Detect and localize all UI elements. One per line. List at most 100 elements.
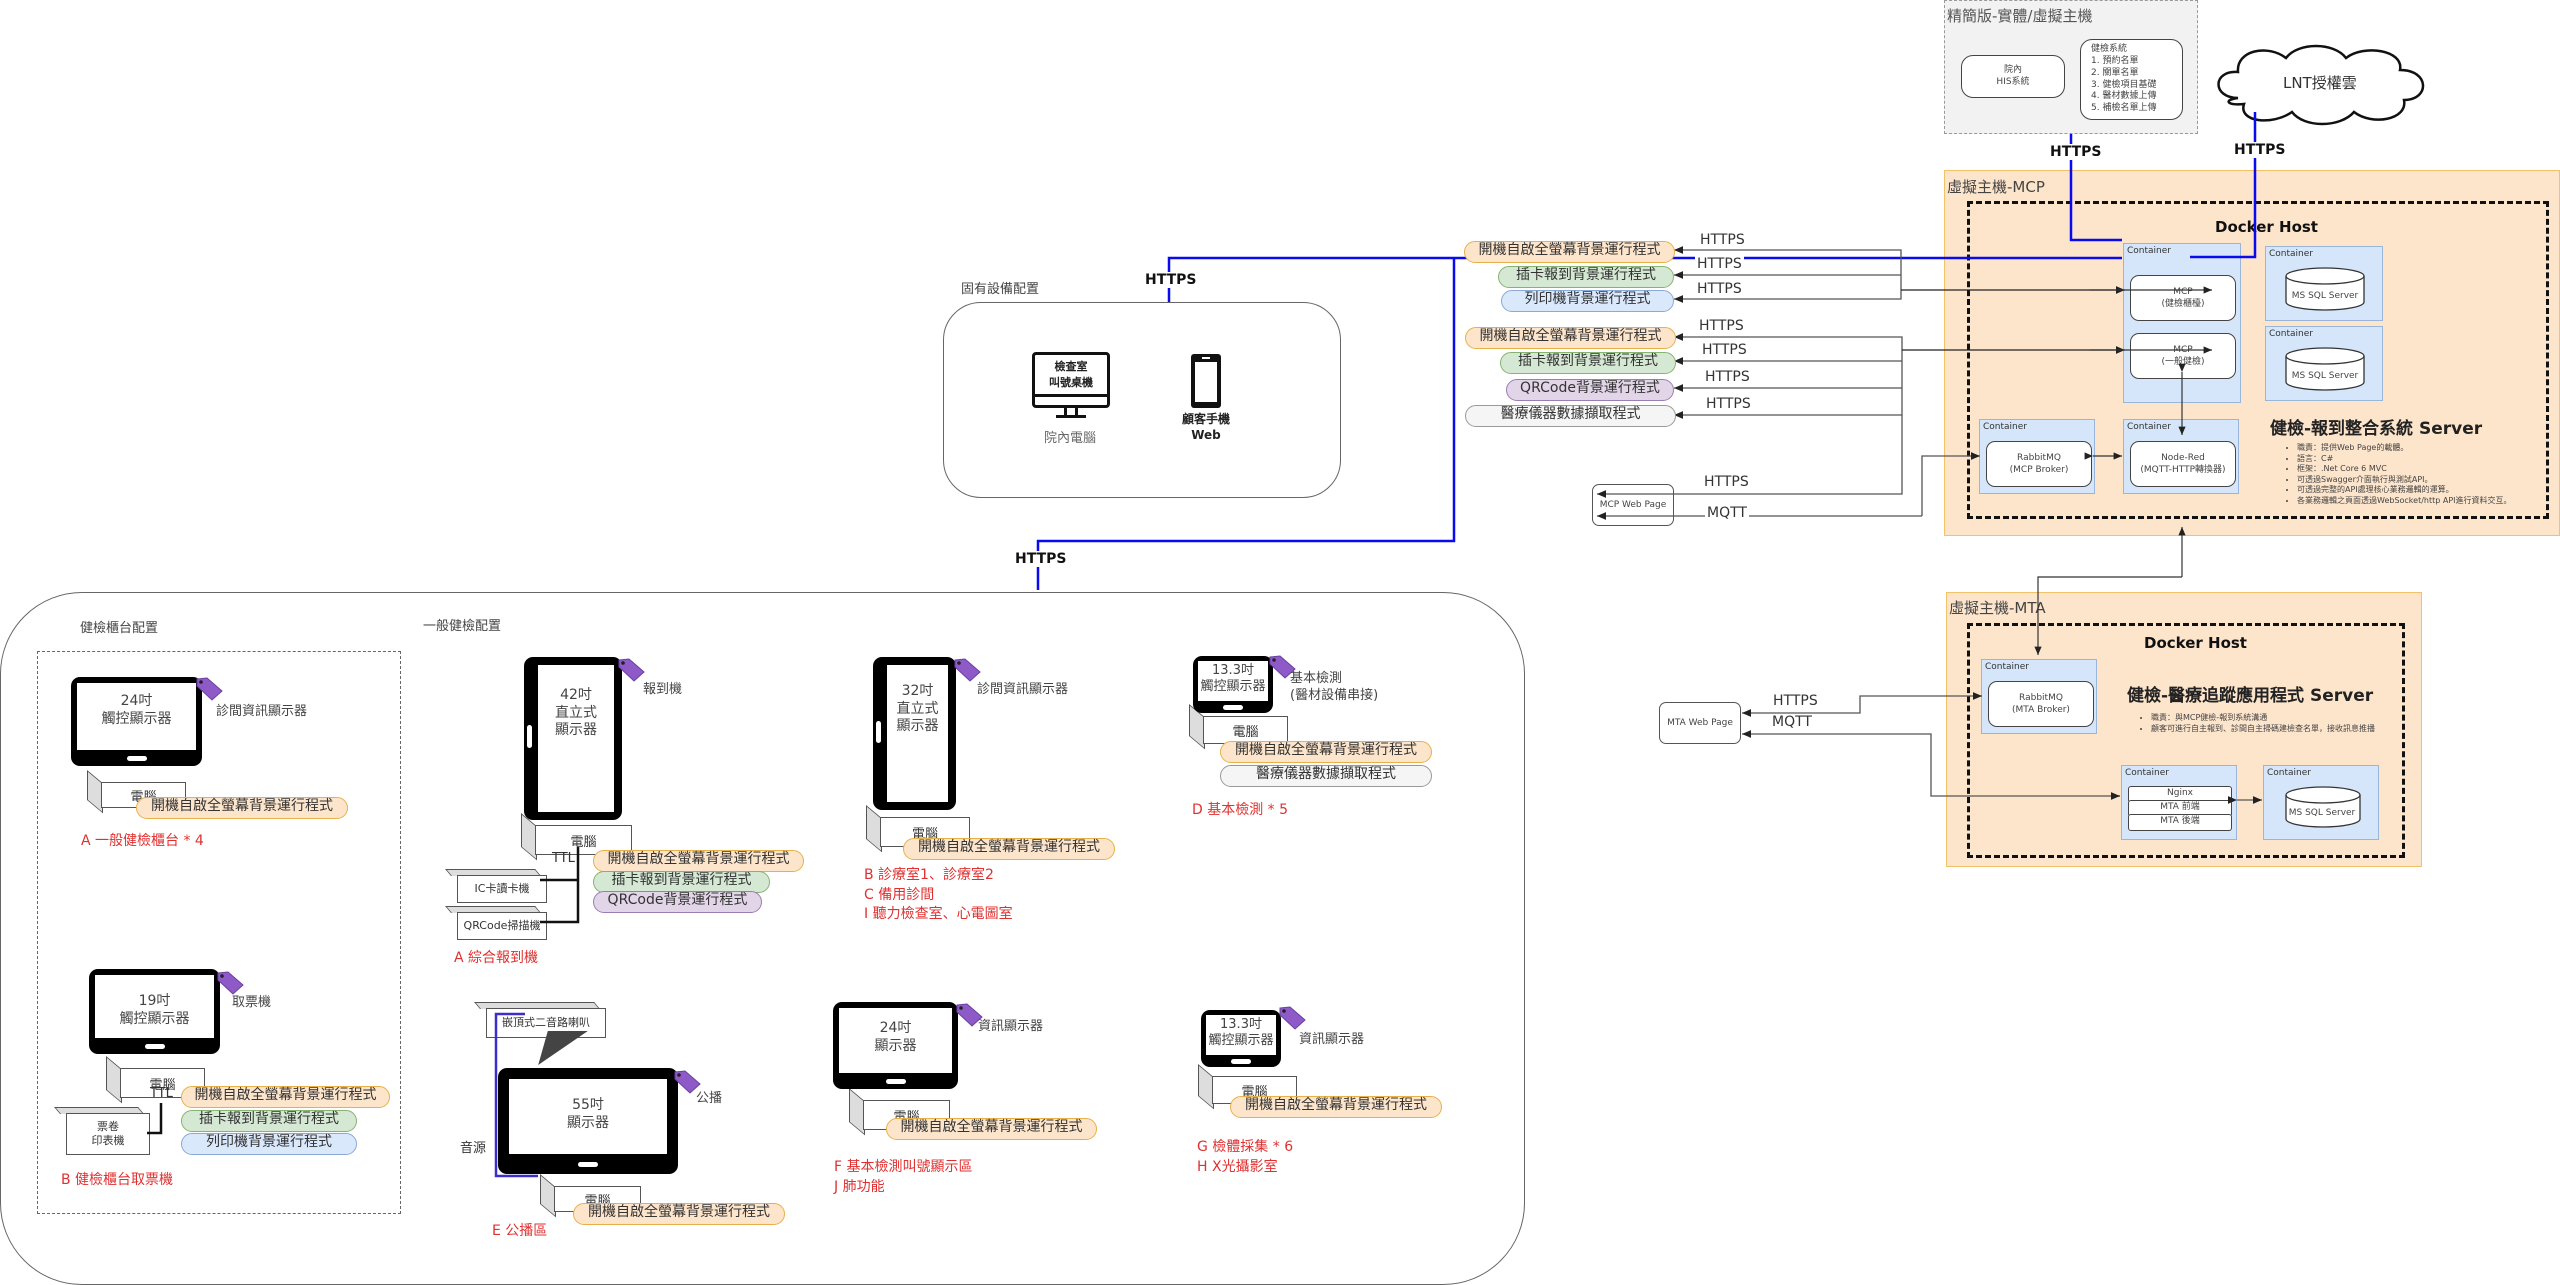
monitor-screen: 19吋觸控顯示器 — [95, 975, 214, 1038]
monitor-screen: 24吋觸控顯示器 — [77, 683, 196, 750]
monitor-screen: 32吋直立式顯示器 — [887, 665, 948, 802]
https-label-g1-2: HTTPS — [1695, 256, 1744, 272]
program-pill-g1-printer: 列印機背景運行程式 — [1501, 290, 1674, 312]
mta-web-page[interactable]: MTA Web Page — [1659, 702, 1741, 744]
container-label: Container — [2267, 768, 2311, 778]
mta-vm: 虛擬主機-MTA Docker Host Container RabbitMQ(… — [1946, 592, 2422, 867]
mta-server-bullets: 職責：與MCP健檢-報到系統溝通顧客可進行自主報到、診間自主掃碼建檢查名單，接收… — [2139, 713, 2375, 734]
monitor-screen: 24吋顯示器 — [839, 1008, 952, 1073]
counter-area — [37, 651, 401, 1214]
monitor-button — [126, 756, 147, 761]
mcp-rabbitmq-container: Container RabbitMQ(MCP Broker) — [1979, 419, 2095, 494]
health-system-line: 3. 健檢項目基礎 — [2091, 79, 2157, 90]
bullet-item: 職責：與MCP健檢-報到系統溝通 — [2151, 713, 2375, 724]
text-line: (醫材設備串接) — [1290, 687, 1379, 703]
mcp-general-service: MCP(一般健檢) — [2130, 333, 2236, 379]
screen-text: 直立式 — [896, 700, 939, 717]
tag-label: 診間資訊顯示器 — [216, 704, 308, 719]
counter-area-title: 健檢櫃台配置 — [80, 621, 159, 636]
screen-text: 13.3吋 — [1212, 663, 1254, 678]
mta-docker-title: Docker Host — [2144, 634, 2247, 652]
peripheral-device: IC卡讀卡機 — [445, 869, 547, 903]
desktop-label: 院內電腦 — [1044, 431, 1097, 446]
monitor: 55吋顯示器 — [498, 1068, 678, 1174]
screen-text: 55吋 — [572, 1097, 604, 1113]
mcp-vm: 虛擬主機-MCP Docker Host Container MCP(健檢櫃檯)… — [1944, 170, 2560, 536]
text-line: I 聽力檢查室、心電圖室 — [864, 906, 1013, 923]
lnt-cloud — [2217, 44, 2425, 126]
program-pill-g1-fullscreen: 開機自啟全螢幕背景運行程式 — [1464, 241, 1675, 263]
https-label-mcp-web: HTTPS — [1702, 474, 1751, 490]
desktop-line-2: 叫號桌機 — [1049, 376, 1093, 389]
program-pill: 列印機背景運行程式 — [181, 1133, 357, 1155]
program-pill: 開機自啟全螢幕背景運行程式 — [573, 1203, 785, 1225]
screen-text: 24吋 — [879, 1020, 912, 1036]
database-icon — [2285, 347, 2365, 391]
svc-name: RabbitMQ — [2019, 692, 2063, 703]
tag-icon — [953, 658, 981, 682]
simple-host-title: 精簡版-實體/虛擬主機 — [1947, 7, 2093, 25]
svc-sub: (MQTT-HTTP轉換器) — [2140, 465, 2226, 475]
container-label: Container — [2127, 422, 2171, 432]
screen-text: 24吋 — [120, 693, 153, 709]
program-pill: 開機自啟全螢幕背景運行程式 — [181, 1086, 390, 1108]
program-pill: 開機自啟全螢幕背景運行程式 — [903, 838, 1115, 860]
monitor-screen: 55吋顯示器 — [509, 1079, 667, 1154]
mcp-docker-title: Docker Host — [2215, 218, 2318, 236]
peripheral-device: QRCode掃描機 — [445, 906, 547, 940]
station-caption: A 綜合報到機 — [454, 949, 538, 969]
desktop-screen-icon: 檢查室 叫號桌機 — [1032, 352, 1110, 408]
bullet-item: 可透過完整的API處理核心業務邏輯的運算。 — [2297, 485, 2512, 496]
svc-name: RabbitMQ — [2017, 452, 2061, 463]
mcp-container: Container MCP(健檢櫃檯) MCP(一般健檢) — [2123, 243, 2241, 403]
svc-name: MCP — [2173, 344, 2193, 355]
sql-label: MS SQL Server — [2291, 291, 2359, 301]
phone-label-line-1: 顧客手機 — [1181, 412, 1230, 426]
svc-name: Node-Red — [2161, 452, 2205, 463]
tag-label: 公播 — [696, 1091, 723, 1106]
svc-name: MCP — [2173, 286, 2193, 297]
text-line: F 基本檢測叫號顯示區 — [834, 1159, 973, 1175]
sql-label: MS SQL Server — [2288, 808, 2356, 818]
screen-text: 顯示器 — [567, 1114, 609, 1131]
desktop-computer[interactable]: 檢查室 叫號桌機 — [1032, 352, 1110, 420]
phone-icon[interactable] — [1191, 354, 1221, 408]
database-icon — [2285, 267, 2365, 311]
https-label-main: HTTPS — [1013, 551, 1069, 567]
health-system-line: 4. 醫材數據上傳 — [2091, 91, 2157, 102]
tag-icon — [617, 658, 645, 682]
program-pill: 插卡報到背景運行程式 — [593, 871, 770, 893]
container-label: Container — [1985, 662, 2029, 672]
monitor: 13.3吋觸控顯示器 — [1193, 656, 1273, 713]
text-line: A 一般健檢櫃台 * 4 — [81, 833, 204, 849]
desktop-line-1: 檢查室 — [1054, 360, 1088, 373]
device-line: 印表機 — [91, 1134, 125, 1147]
station-caption: E 公播區 — [492, 1222, 547, 1242]
monitor: 13.3吋觸控顯示器 — [1201, 1010, 1281, 1067]
pc-label: 電腦 — [1203, 716, 1288, 744]
bullet-item: 各業務邏輯之頁面透過WebSocket/http API進行資料交互。 — [2297, 496, 2512, 507]
mcp-sql-container-2: Container MS SQL Server — [2265, 326, 2383, 401]
fixed-devices-title: 固有設備配置 — [961, 282, 1040, 297]
monitor-screen: 42吋直立式顯示器 — [538, 665, 614, 812]
mcp-vm-title: 虛擬主機-MCP — [1947, 178, 2045, 196]
https-label-g1-3: HTTPS — [1695, 281, 1744, 297]
tag-icon — [673, 1070, 701, 1094]
health-system-line: 5. 補檢名單上傳 — [2091, 102, 2157, 113]
screen-text: 觸控顯示器 — [119, 1010, 190, 1027]
https-label-g2-4: HTTPS — [1704, 396, 1753, 412]
program-pill-g1-card: 插卡報到背景運行程式 — [1498, 266, 1674, 288]
mcp-web-page[interactable]: MCP Web Page — [1592, 484, 1674, 526]
https-label-mta-web: HTTPS — [1771, 693, 1820, 709]
tag-icon — [195, 677, 223, 701]
mta-vm-title: 虛擬主機-MTA — [1949, 599, 2046, 617]
wire-label: 音源 — [460, 1141, 487, 1156]
rabbitmq-mta-broker: RabbitMQ(MTA Broker) — [1988, 681, 2094, 727]
station-caption: B 健檢櫃台取票機 — [61, 1171, 173, 1191]
container-label: Container — [2125, 768, 2169, 778]
container-label: Container — [2269, 329, 2313, 339]
program-pill-g2-qrcode: QRCode背景運行程式 — [1506, 379, 1674, 401]
